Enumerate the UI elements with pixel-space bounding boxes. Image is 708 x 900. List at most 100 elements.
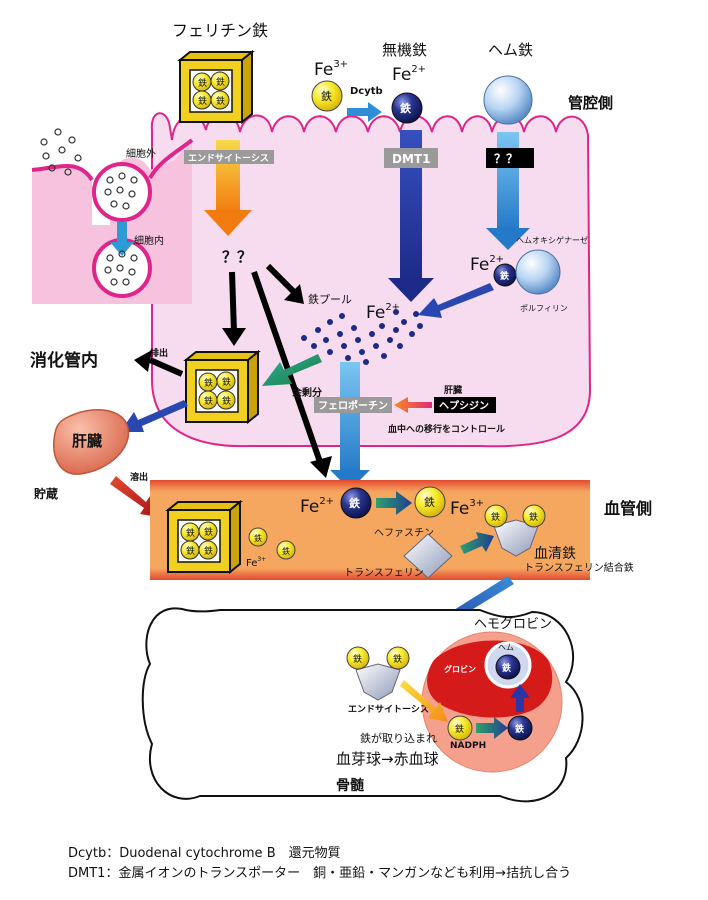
svg-text:鉄: 鉄 (353, 653, 362, 665)
porphyrin-ball (515, 249, 561, 295)
arrow-to-ferritin-mid (229, 271, 237, 333)
heme-oxygenase-label: ヘムオキシゲナーゼ (516, 235, 588, 245)
storage-label: 貯蔵 (34, 486, 58, 501)
erythropoiesis-label: 血芽球→赤血球 (336, 750, 439, 768)
excess-arrow (262, 354, 322, 386)
inorganic-iron-label: 無機鉄 (382, 41, 427, 59)
bone-marrow-label: 骨髄 (336, 777, 365, 794)
intracellular-label: 細胞内 (134, 234, 164, 247)
marrow-endocytosis-arrow (400, 680, 448, 722)
dcytb-arrow (347, 102, 382, 122)
svg-text:鉄: 鉄 (204, 395, 213, 407)
release-label: 溶出 (130, 471, 148, 483)
dmt1-footnote: DMT1：金属イオンのトランスポーター 銅・亜鉛・マンガンなども利用→拮抗し合う (68, 866, 572, 881)
heme-label: ヘム (498, 643, 514, 652)
ferritin-to-liver-arrow (120, 400, 188, 432)
svg-text:鉄: 鉄 (393, 653, 402, 665)
liver-label: 肝臓 (72, 432, 102, 450)
blood-fe2-label: Fe2+ (300, 496, 334, 517)
svg-text:鉄: 鉄 (321, 89, 332, 103)
svg-text:鉄: 鉄 (222, 395, 231, 407)
dmt1-tag (384, 148, 438, 168)
endocytosis-inset: 細胞外 細胞内 (31, 128, 194, 304)
blood-fe3-ball-2 (276, 540, 296, 560)
transferrin-bound-iron: 鉄 鉄 (484, 504, 546, 557)
ferritin-box-blood: 鉄 鉄 鉄 鉄 (165, 499, 243, 575)
svg-text:鉄: 鉄 (529, 511, 538, 523)
liver-shape (53, 408, 130, 475)
svg-text:鉄: 鉄 (502, 662, 512, 674)
ferroportin-text: フェロポーチン (318, 399, 388, 412)
hephaestin-arrow (376, 491, 412, 515)
svg-text:鉄: 鉄 (500, 270, 510, 282)
extracellular-label: 細胞外 (126, 147, 156, 160)
heme-iron-center (495, 654, 521, 680)
endocytosis-tag-text: エンドサイトーシス (188, 153, 269, 164)
svg-text:鉄: 鉄 (254, 533, 262, 543)
svg-text:鉄: 鉄 (186, 527, 195, 539)
fe2-label-heme: Fe2+ (470, 254, 504, 275)
svg-text:鉄: 鉄 (491, 511, 500, 523)
fe3-label: Fe3+ (314, 59, 348, 80)
blood-fe3-main-label: Fe3+ (450, 498, 484, 519)
svg-text:鉄: 鉄 (424, 495, 435, 509)
transferrin-bound-label: トランスフェリン結合鉄 (524, 561, 634, 574)
svg-text:鉄: 鉄 (400, 101, 412, 115)
blood-side-label: 血管側 (604, 499, 652, 518)
svg-text:鉄: 鉄 (186, 545, 195, 557)
heme-transporter-unknown: ？？ (494, 152, 518, 166)
iron-pool-label: 鉄プール (308, 292, 352, 306)
lumen-side-label: 管腔側 (568, 94, 613, 112)
ferritin-iron-label: フェリチン鉄 (172, 21, 268, 40)
svg-text:鉄: 鉄 (349, 496, 361, 510)
gut-lumen-label: 消化管内 (30, 350, 98, 371)
blood-fe2-ball (340, 487, 372, 519)
excretion-label: 排出 (150, 347, 168, 359)
dcytb-footnote: Dcytb：Duodenal cytochrome B 還元物質 (68, 846, 341, 861)
ferritin-box-top: 鉄 鉄 鉄 鉄 (177, 49, 255, 125)
heme-to-pool-arrow (418, 283, 494, 318)
hepcidin-tag (434, 397, 496, 413)
svg-text:鉄: 鉄 (204, 377, 213, 389)
heme-transporter-tag (486, 148, 534, 168)
arrow-to-blood (251, 271, 323, 463)
svg-text:鉄: 鉄 (222, 376, 231, 388)
ferroportin-tag (314, 397, 392, 413)
ferritin-box-mid: 鉄 鉄 鉄 鉄 (183, 349, 261, 425)
dmt1-tag-text: DMT1 (392, 152, 430, 166)
nadph-label: NADPH (450, 741, 486, 751)
blood-fe3-ball-main (414, 486, 446, 518)
transferrin-to-serum-arrow (460, 532, 494, 554)
fe2-label-pool: Fe2+ (366, 302, 400, 323)
svg-text:鉄: 鉄 (282, 546, 290, 556)
svg-text:鉄: 鉄 (455, 723, 464, 735)
dcytb-label: Dcytb (350, 86, 383, 97)
transferrin-label: トランスフェリン (344, 567, 424, 579)
blood-fe3-ball-1 (248, 527, 268, 547)
marrow-fe2-ball (507, 715, 533, 741)
transferrin-diamond (403, 533, 453, 579)
marrow-fe3-ball (447, 715, 473, 741)
liver-small-label: 肝臓 (444, 384, 462, 396)
heme-iron-label: ヘム鉄 (488, 41, 533, 59)
fe2-label-top: Fe2+ (392, 64, 426, 85)
svg-text:鉄: 鉄 (204, 526, 213, 538)
hephaestin-label: ヘファスチン (374, 527, 434, 539)
blood-fe3-label: Fe3+ (246, 556, 266, 569)
cytosol-unknown: ？？ (222, 248, 252, 266)
ferroportin-arrow (340, 362, 360, 474)
inset-arrow (117, 222, 127, 244)
nadph-arrow (476, 717, 508, 739)
hepcidin-text: ヘプシジン (439, 399, 489, 412)
svg-text:鉄: 鉄 (216, 76, 225, 88)
svg-text:鉄: 鉄 (515, 723, 525, 735)
marrow-transferrin-iron: 鉄 鉄 (346, 646, 410, 701)
svg-text:鉄: 鉄 (198, 95, 207, 107)
iron-pool-dots (301, 309, 423, 365)
fe2-to-heme-arrow (510, 684, 530, 712)
arrow-to-pool (265, 263, 297, 295)
heme-transport-arrow (497, 132, 519, 230)
serum-iron-label: 血清鉄 (534, 546, 576, 562)
svg-text:鉄: 鉄 (198, 77, 207, 89)
porphyrin-label: ポルフィリン (520, 304, 568, 313)
